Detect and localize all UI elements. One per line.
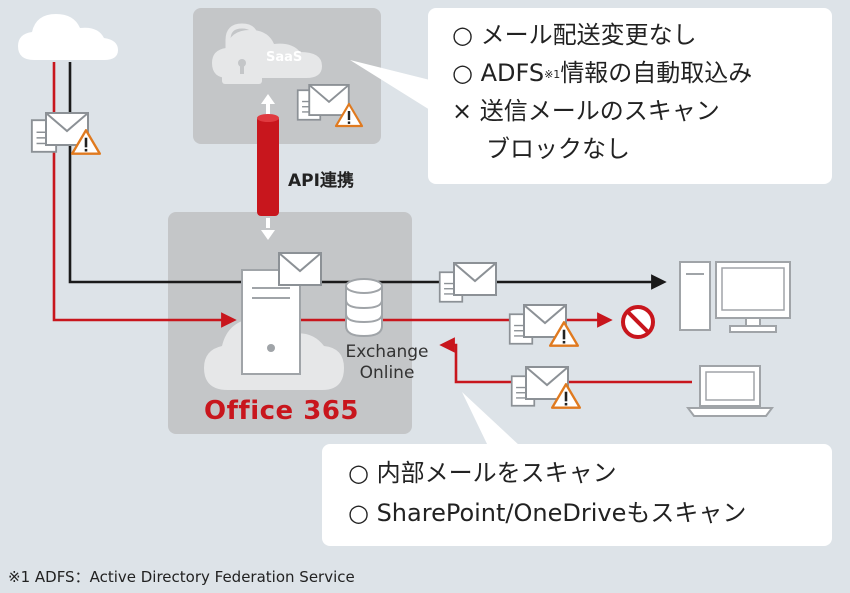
callout-bottom-pointer — [462, 392, 520, 446]
exchange-label-line1: Exchange — [345, 342, 429, 362]
callout-bottom-box — [322, 444, 832, 546]
external-mail-warning-icon — [30, 112, 102, 155]
mail-warning-icon-internal — [510, 366, 582, 409]
callout-top-line2-post: 情報の自動取込み — [560, 59, 753, 87]
callout-top-line3: × 送信メールのスキャン — [452, 97, 720, 125]
callout-top-line2: ○ ADFS※1情報の自動取込み — [452, 56, 752, 95]
exchange-label-line2: Online — [359, 363, 415, 383]
callout-top-line1: ○ メール配送変更なし — [452, 21, 697, 49]
exchange-online-label: Exchange Online — [332, 342, 442, 384]
flow-line-laptop-to-exchange — [439, 337, 692, 384]
lock-icon — [222, 23, 262, 84]
callout-top-line2-sup: ※1 — [544, 68, 561, 81]
callout-bottom-line1: ○ 内部メールをスキャン — [348, 459, 617, 487]
laptop-icon — [686, 365, 774, 417]
footnote: ※1 ADFS：Active Directory Federation Serv… — [8, 568, 355, 586]
block-icon — [621, 305, 655, 339]
mail-warning-icon-blocked — [508, 304, 580, 347]
api-connector — [257, 94, 279, 240]
callout-bottom-line2: ○ SharePoint/OneDriveもスキャン — [348, 499, 747, 527]
callout-top-line4: ブロックなし — [486, 135, 630, 163]
desktop-icon — [679, 261, 791, 333]
office365-label: Office 365 — [204, 396, 360, 426]
mail-icon-outbound — [438, 262, 498, 303]
external-cloud-icon — [18, 14, 118, 60]
api-label: API連携 — [288, 171, 354, 191]
database-icon — [345, 278, 383, 338]
saas-label: SaaS — [266, 50, 303, 65]
callout-top-pointer — [350, 60, 430, 110]
server-icon — [241, 269, 301, 375]
callout-top-box — [428, 8, 832, 184]
server-mail-icon — [277, 252, 323, 286]
callout-top-line2-pre: ○ ADFS — [452, 59, 545, 87]
